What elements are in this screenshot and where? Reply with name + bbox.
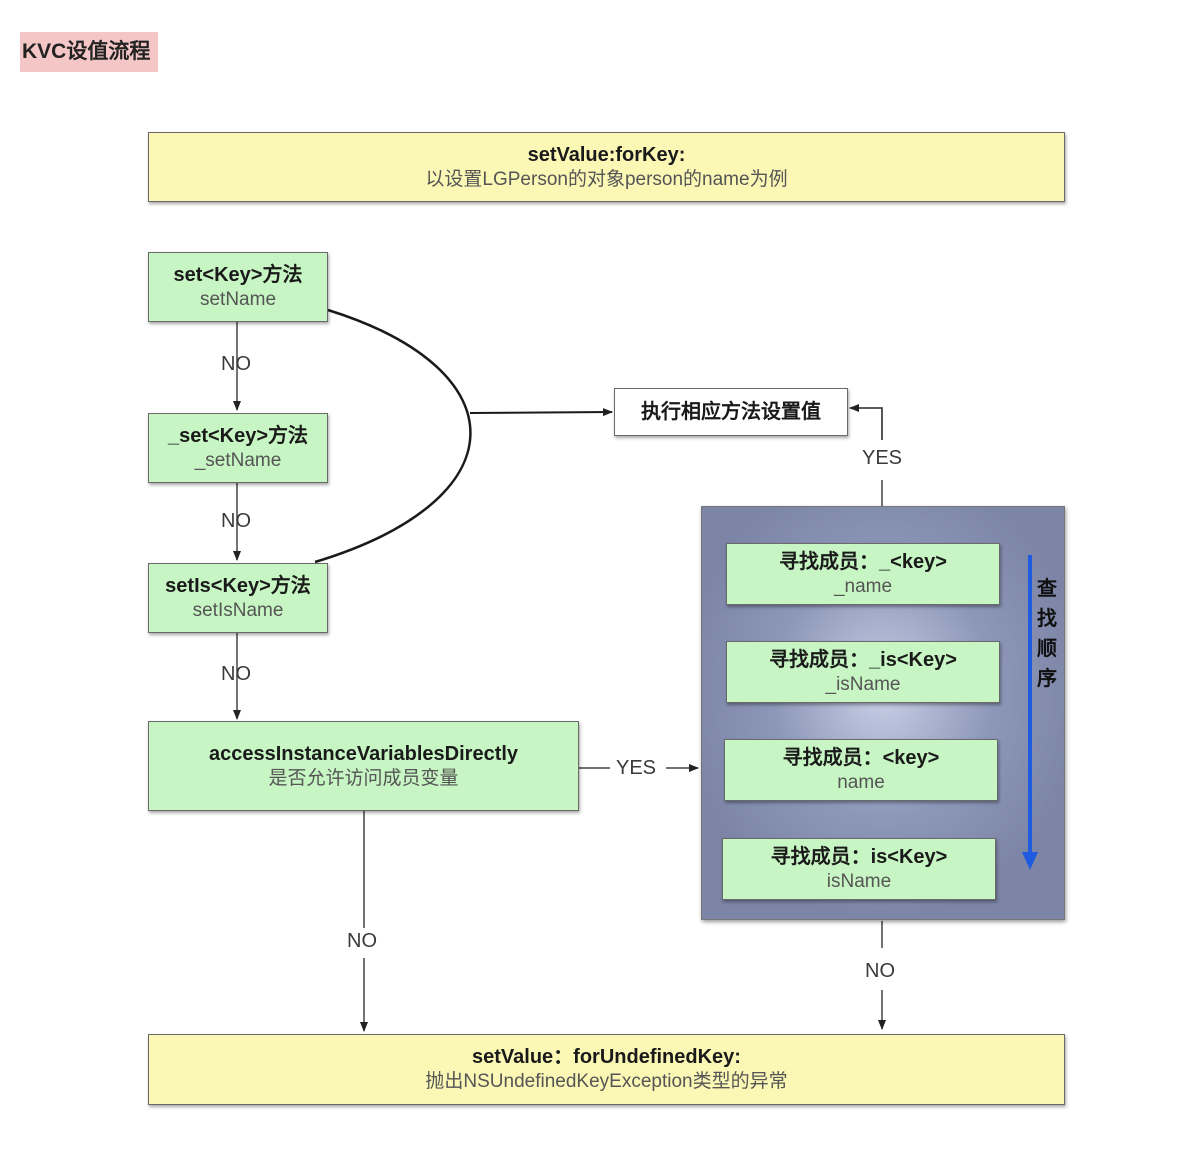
entry-box: setValue:forKey: 以设置LGPerson的对象person的na… [148,132,1065,202]
access-ivars-description: 是否允许访问成员变量 [268,767,459,789]
member-2-name: _isName [825,673,901,695]
arrow-merge-to-execute [469,408,613,417]
set-key-example: setName [199,288,277,310]
member-3-name: name [837,771,885,793]
member-1-name: _name [833,575,893,597]
underscore-set-key-box: _set<Key>方法 _setName [148,413,328,483]
label-no-found: NO [865,960,895,982]
label-no-2: NO [221,510,251,532]
entry-method: setValue:forKey: [527,143,686,166]
access-ivars-title: accessInstanceVariablesDirectly [208,742,519,765]
search-order-label: 查找顺序 [1037,578,1057,690]
member-box-3: 寻找成员：<key> name [724,739,998,801]
undefined-key-method: setValue：forUndefinedKey: [472,1046,741,1069]
page-title: KVC设值流程 [20,32,159,72]
undefined-key-description: 抛出NSUndefinedKeyException类型的异常 [425,1071,788,1093]
member-4-name: isName [826,870,892,892]
execute-text: 执行相应方法设置值 [641,401,821,423]
member-2-title: 寻找成员：_is<Key> [769,648,957,671]
label-yes-access: YES [616,757,657,779]
set-is-key-box: setIs<Key>方法 setIsName [148,563,328,633]
set-key-box: set<Key>方法 setName [148,252,328,322]
search-order-arrowhead [1022,852,1038,870]
merge-curve [314,308,472,564]
label-no-3: NO [221,663,251,685]
underscore-set-key-example: _setName [194,449,282,471]
label-yes-found: YES [862,447,903,469]
undefined-key-box: setValue：forUndefinedKey: 抛出NSUndefinedK… [148,1034,1065,1105]
access-ivars-box: accessInstanceVariablesDirectly 是否允许访问成员… [148,721,579,811]
label-no-1: NO [221,353,251,375]
underscore-set-key-title: _set<Key>方法 [167,424,309,447]
member-box-4: 寻找成员：is<Key> isName [722,838,996,900]
arrow-yes-to-execute [849,404,883,440]
member-1-title: 寻找成员：_<key> [779,550,947,573]
member-4-title: 寻找成员：is<Key> [770,845,948,868]
member-3-title: 寻找成员：<key> [782,746,940,769]
member-box-2: 寻找成员：_is<Key> _isName [726,641,1000,703]
label-no-access: NO [347,930,377,952]
set-is-key-title: setIs<Key>方法 [165,574,311,597]
set-is-key-example: setIsName [192,599,284,621]
member-box-1: 寻找成员：_<key> _name [726,543,1000,605]
entry-description: 以设置LGPerson的对象person的name为例 [425,168,788,190]
set-key-title: set<Key>方法 [173,263,303,286]
execute-box: 执行相应方法设置值 [614,388,848,436]
